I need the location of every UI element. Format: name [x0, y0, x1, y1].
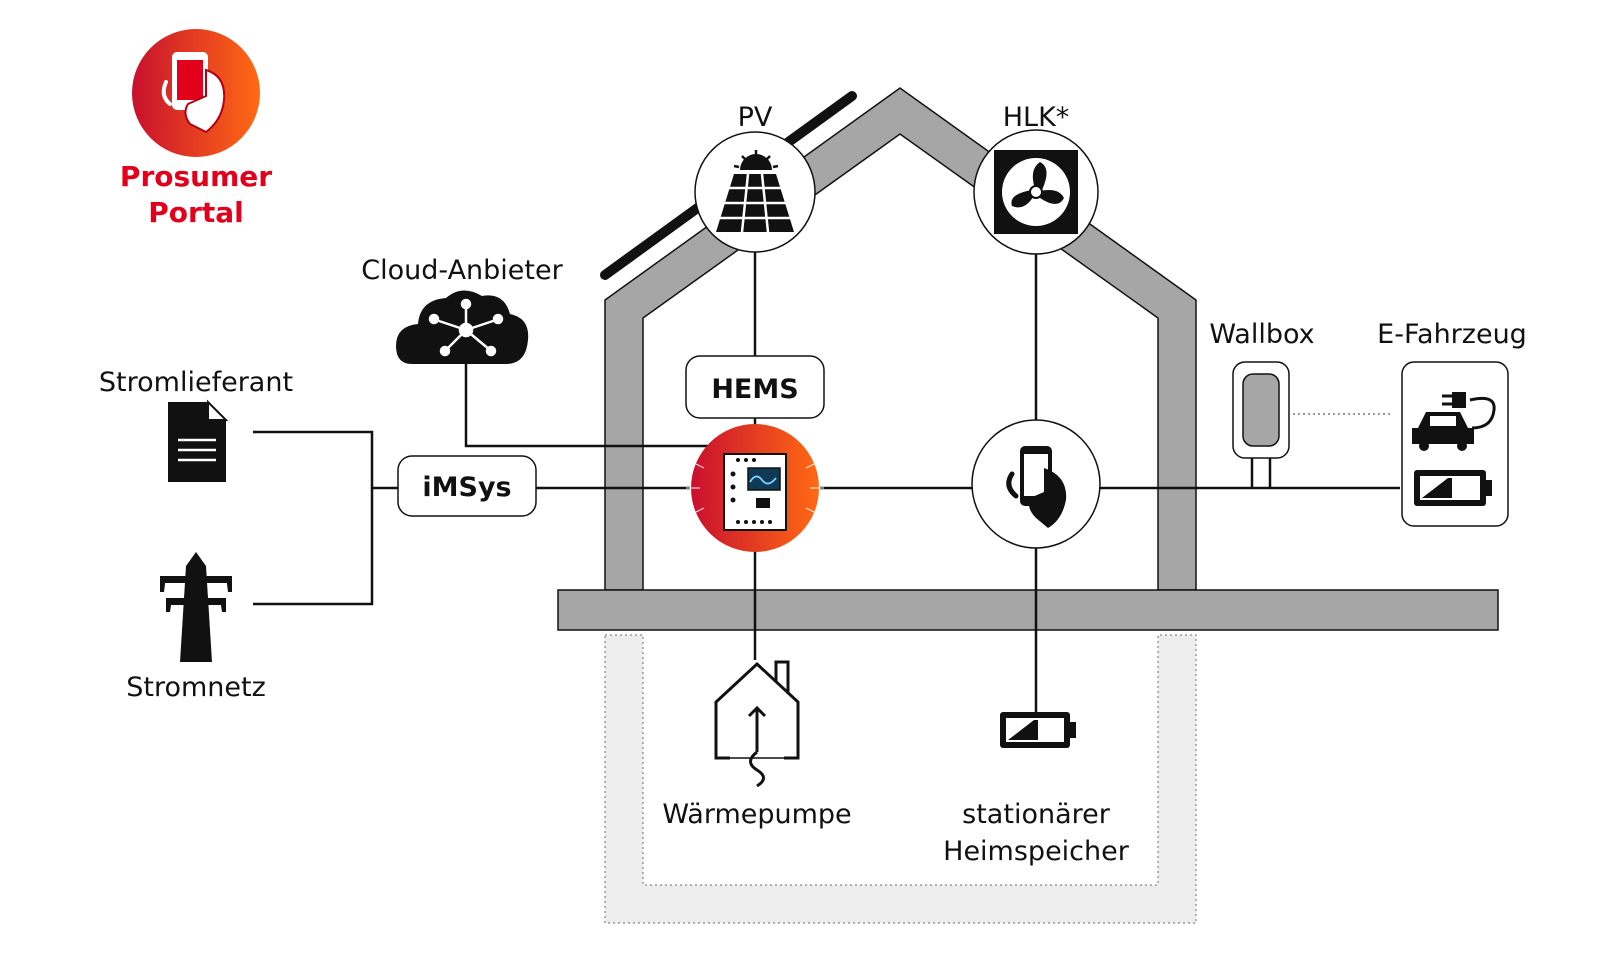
- logo-line1: Prosumer: [120, 160, 272, 193]
- basement-outline: [604, 634, 1197, 924]
- ev-label: E-Fahrzeug: [1377, 319, 1527, 350]
- hvac-label: HLK*: [1003, 102, 1070, 133]
- imsys-node: iMSys: [397, 455, 537, 517]
- house-walls: [604, 87, 1197, 591]
- power-pylon-icon: [160, 552, 232, 662]
- cloud-provider-node: Cloud-Anbieter: [361, 255, 564, 364]
- cloud-label: Cloud-Anbieter: [361, 255, 563, 286]
- grid-label: Stromnetz: [126, 672, 266, 703]
- storage-label-line2: Heimspeicher: [943, 836, 1130, 867]
- cloud-network-icon: [396, 290, 529, 364]
- hems-node: HEMS: [685, 355, 825, 419]
- hub-node: [686, 424, 824, 552]
- floor-slab: [557, 589, 1499, 631]
- prosumer-portal-logo: Prosumer Portal: [120, 29, 272, 229]
- pv-label: PV: [738, 102, 773, 133]
- wallbox-node: Wallbox: [1209, 319, 1315, 459]
- supplier-label: Stromlieferant: [99, 367, 293, 398]
- logo-line2: Portal: [148, 196, 243, 229]
- app-node: [971, 419, 1101, 549]
- fan-icon: [994, 150, 1078, 234]
- imsys-label: iMSys: [422, 472, 511, 503]
- phone-in-hand-icon: [161, 52, 226, 134]
- heat-pump-house-icon: [714, 660, 800, 788]
- hvac-node: HLK*: [973, 102, 1099, 255]
- smart-meter-gateway-icon: [723, 453, 787, 531]
- storage-node: stationärer Heimspeicher: [943, 712, 1130, 867]
- supplier-node: Stromlieferant: [99, 367, 293, 482]
- ev-battery-icon: [1414, 470, 1492, 506]
- heatpump-node: Wärmepumpe: [662, 660, 852, 830]
- electric-car-plug-icon: [1412, 392, 1496, 451]
- storage-label-line1: stationärer: [962, 799, 1111, 830]
- hems-label: HEMS: [711, 374, 798, 405]
- document-icon: [168, 399, 229, 482]
- smartphone-hand-icon: [1006, 446, 1067, 528]
- wallbox-label: Wallbox: [1209, 319, 1314, 350]
- solar-panel-icon: [716, 150, 794, 233]
- pv-node: PV: [694, 102, 816, 253]
- storage-battery-icon: [1000, 712, 1076, 748]
- wiring: [253, 252, 1400, 712]
- grid-node: Stromnetz: [126, 552, 266, 703]
- heatpump-label: Wärmepumpe: [662, 799, 851, 830]
- ev-node: E-Fahrzeug: [1377, 319, 1527, 527]
